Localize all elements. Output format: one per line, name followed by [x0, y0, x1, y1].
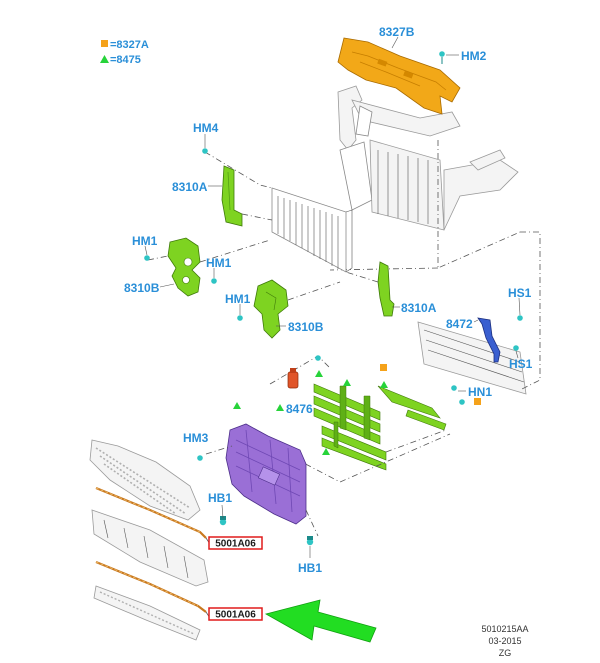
clip-8475-markers	[233, 370, 388, 455]
active-grille-shutter-lower	[321, 421, 387, 471]
clip-8327a-icon	[380, 364, 387, 371]
part-tag-lower: 5001A06	[208, 607, 263, 621]
label-8310b-mid: 8310B	[288, 320, 324, 334]
fastener-hn1-icon	[451, 385, 465, 405]
radiator-upper-cover-8327b	[337, 37, 461, 115]
label-hn1: HN1	[468, 385, 492, 399]
label-hm1-a: HM1	[132, 234, 158, 248]
clip-8475-icon	[315, 370, 323, 377]
drawing-initials: ZG	[499, 648, 512, 658]
bumper-reinforcement-outline	[417, 321, 527, 395]
label-8310a-right: 8310A	[401, 301, 437, 315]
sensor-8476	[287, 368, 299, 389]
label-hm2: HM2	[461, 49, 487, 63]
grille-trim-upper	[95, 486, 207, 539]
label-hb1-left: HB1	[208, 491, 232, 505]
clip-8475-icon	[233, 402, 241, 409]
bracket-8472	[477, 317, 501, 363]
fastener-hm2-icon	[439, 51, 445, 64]
label-8472: 8472	[446, 317, 473, 331]
label-hb1-bottom: HB1	[298, 561, 322, 575]
label-hs1-bottom: HS1	[509, 357, 533, 371]
part-tag-upper-text: 5001A06	[215, 539, 256, 550]
fastener-hs1-bottom-icon	[513, 345, 519, 351]
front-grille-outline	[89, 439, 201, 521]
fastener-hm1-a-icon	[144, 255, 150, 261]
clip-8475-icon	[343, 379, 351, 386]
clip-8475-icon	[322, 448, 330, 455]
legend-item-8475: =8475	[110, 54, 141, 66]
shutter-actuator-bracket	[377, 385, 447, 431]
legend: =8327A =8475	[100, 39, 149, 66]
radiator-outline	[271, 187, 353, 273]
drawing-date: 03-2015	[488, 636, 521, 646]
label-hm3: HM3	[183, 431, 209, 445]
legend-square-icon	[101, 40, 108, 47]
clip-8475-icon	[276, 404, 284, 411]
grille-trim-lower	[95, 560, 207, 613]
fastener-hm1-c-icon	[237, 315, 243, 321]
grille-opening-reinforcement	[225, 423, 307, 525]
legend-item-8327a: =8327A	[110, 39, 149, 51]
lower-grille-outline	[93, 585, 201, 641]
active-grille-shutter-upper	[313, 383, 381, 445]
label-hs1-top: HS1	[508, 286, 532, 300]
fastener-top-center-icon	[315, 355, 321, 361]
highlight-arrow-icon	[264, 599, 377, 643]
clip-8327a-markers	[380, 364, 481, 405]
air-deflector-8310b-mid	[253, 279, 289, 339]
part-tag-upper: 5001A06	[208, 536, 263, 550]
label-8310b-left: 8310B	[124, 281, 160, 295]
label-hm4: HM4	[193, 121, 219, 135]
grille-insert-outline	[91, 509, 209, 587]
air-deflector-8310a-left	[221, 165, 243, 227]
legend-triangle-icon	[100, 55, 109, 63]
label-hm1-c: HM1	[225, 292, 251, 306]
air-deflector-8310a-right	[377, 261, 395, 317]
radiator-support-outline	[329, 85, 521, 271]
fastener-hm1-b-icon	[211, 278, 217, 284]
label-8327b: 8327B	[379, 25, 415, 39]
leader-lines	[144, 54, 521, 558]
label-8310a-left: 8310A	[172, 180, 208, 194]
drawing-code: 5010215AA	[481, 624, 528, 634]
part-tag-lower-text: 5001A06	[215, 610, 256, 621]
fastener-hb1-bottom-icon	[306, 536, 314, 546]
drawing-reference: 5010215AA 03-2015 ZG	[481, 624, 528, 658]
fasteners	[144, 51, 523, 546]
fastener-hm3-icon	[197, 455, 203, 461]
label-8476: 8476	[286, 402, 313, 416]
label-hm1-b: HM1	[206, 256, 232, 270]
fastener-hs1-top-icon	[517, 315, 523, 321]
clip-8475-icon	[380, 381, 388, 388]
clip-8327a-icon	[474, 398, 481, 405]
air-deflector-8310b-left	[167, 237, 201, 297]
fastener-hm4-icon	[202, 148, 208, 154]
callout-labels: 8327B HM2 HM4 8310A HM1 HM1 8310B HM1 83…	[124, 25, 533, 575]
